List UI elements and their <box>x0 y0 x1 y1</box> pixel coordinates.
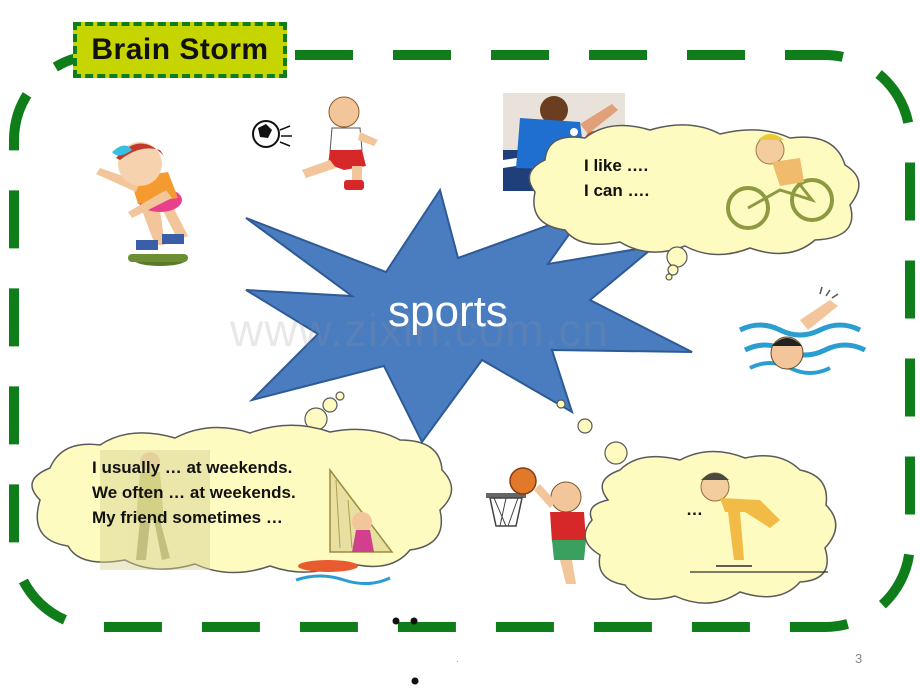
bubble-left-line-3: My friend sometimes … <box>92 508 283 527</box>
skateboarder-girl-icon <box>96 142 188 266</box>
thought-bubble-top <box>528 124 860 281</box>
bubble-top-line-1: I like …. <box>584 156 649 175</box>
bubble-right-line-1: … <box>686 500 703 519</box>
dashed-frame <box>9 50 915 632</box>
title-box: Brain Storm <box>73 22 287 78</box>
bubble-left-line-2: We often … at weekends. <box>92 483 296 502</box>
decor-dot <box>411 677 419 685</box>
footer-mark: . <box>456 654 459 665</box>
soccer-player-icon <box>252 96 378 190</box>
watermark-text: www.zixin.com.cn <box>230 304 609 356</box>
bubble-left-line-1: I usually … at weekends. <box>92 458 293 477</box>
bubble-left-text: I usually … at weekends. We often … at w… <box>92 455 296 530</box>
swimmer-icon <box>738 286 867 375</box>
decor-dot <box>410 617 418 625</box>
ice-skater-icon <box>690 472 828 573</box>
golfer-icon <box>100 450 210 570</box>
sports-starburst <box>245 187 693 444</box>
bubble-top-line-2: I can …. <box>584 181 650 200</box>
page-number: 3 <box>855 651 863 666</box>
center-word: sports <box>388 287 508 336</box>
bubble-top-text: I like …. I can …. <box>584 153 649 203</box>
windsurfer-icon <box>295 467 394 585</box>
basketball-player-icon <box>486 467 586 584</box>
decor-dot <box>392 617 400 625</box>
thought-dots-center <box>304 391 628 465</box>
bubble-right-text: … <box>686 497 703 522</box>
cyclist-icon <box>726 134 834 230</box>
slide-title: Brain Storm <box>91 33 269 66</box>
